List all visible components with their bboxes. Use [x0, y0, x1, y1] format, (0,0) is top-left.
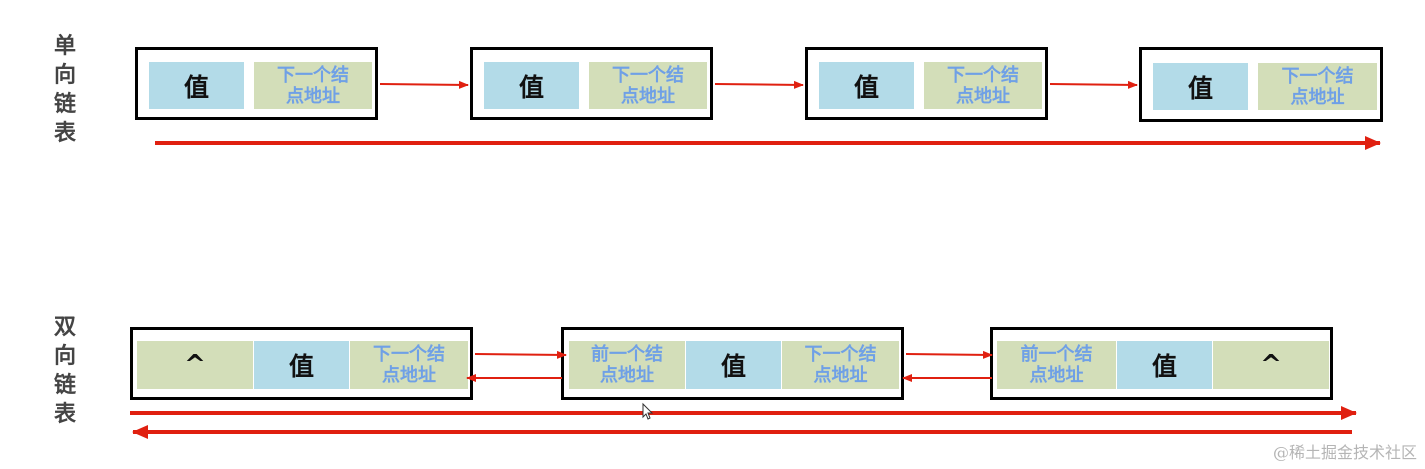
value-cell: 值 — [1153, 63, 1248, 110]
next-text-line1: 下一个结 — [947, 64, 1019, 86]
label-char: 表 — [53, 402, 76, 427]
doubly-node-middle: 前一个结点地址 值 下一个结点地址 — [561, 327, 904, 400]
next-text-line2: 点地址 — [813, 365, 868, 386]
next-text-line1: 下一个结 — [804, 344, 877, 365]
value-cell: 值 — [686, 341, 781, 389]
value-text: 值 — [518, 72, 544, 102]
next-text-line1: 下一个结 — [612, 64, 684, 86]
value-cell: 值 — [819, 62, 914, 109]
null-symbol: ^ — [1260, 350, 1282, 380]
label-char: 向 — [53, 344, 76, 369]
value-cell: 值 — [254, 341, 349, 389]
value-cell: 值 — [149, 62, 244, 109]
watermark: @稀土掘金技术社区 — [1272, 443, 1417, 462]
label-char: 单 — [53, 34, 76, 59]
singly-node-1: 值 下一个结点地址 — [135, 47, 378, 120]
next-pointer-cell: 下一个结点地址 — [924, 62, 1042, 109]
prev-text-line1: 前一个结 — [1020, 344, 1093, 365]
next-text-line1: 下一个结 — [373, 344, 445, 365]
prev-null-cell: ^ — [137, 341, 253, 389]
value-text: 值 — [288, 352, 314, 381]
next-pointer-cell: 下一个结点地址 — [350, 341, 468, 389]
prev-text-line2: 点地址 — [600, 365, 654, 386]
value-text: 值 — [853, 72, 879, 102]
next-text-line1: 下一个结 — [1281, 65, 1354, 87]
next-link-arrow — [1049, 80, 1138, 89]
next-pointer-cell: 下一个结点地址 — [254, 62, 372, 109]
value-text: 值 — [183, 72, 209, 102]
singly-node-2: 值 下一个结点地址 — [470, 47, 713, 120]
next-text-line2: 点地址 — [1290, 86, 1345, 108]
next-pointer-cell: 下一个结点地址 — [589, 62, 707, 109]
value-text: 值 — [1151, 352, 1177, 381]
next-link-arrow — [714, 80, 804, 89]
value-text: 值 — [720, 352, 746, 381]
next-link-arrow — [379, 80, 469, 89]
next-link-arrow — [905, 350, 993, 359]
label-char: 表 — [53, 121, 76, 146]
value-cell: 值 — [484, 62, 579, 109]
next-text-line2: 点地址 — [382, 365, 436, 386]
singly-node-4: 值 下一个结点地址 — [1139, 47, 1383, 122]
null-symbol: ^ — [184, 350, 206, 380]
label-char: 双 — [53, 315, 76, 340]
next-pointer-cell: 下一个结点地址 — [782, 341, 899, 389]
value-cell: 值 — [1117, 341, 1212, 389]
next-pointer-cell: 下一个结点地址 — [1258, 63, 1377, 110]
prev-text-line2: 点地址 — [1029, 365, 1084, 386]
prev-pointer-cell: 前一个结点地址 — [997, 341, 1116, 389]
next-link-arrow — [474, 350, 567, 359]
singly-linked-list-label: 单 向 链 表 — [49, 32, 81, 148]
doubly-node-head: ^ 值 下一个结点地址 — [130, 327, 473, 400]
next-text-line2: 点地址 — [286, 85, 340, 107]
next-text-line2: 点地址 — [956, 85, 1010, 107]
mouse-cursor-icon — [642, 402, 654, 420]
next-text-line1: 下一个结 — [277, 64, 349, 86]
singly-node-3: 值 下一个结点地址 — [805, 47, 1048, 120]
next-text-line2: 点地址 — [621, 85, 675, 107]
doubly-linked-list-label: 双 向 链 表 — [49, 313, 81, 429]
prev-pointer-cell: 前一个结点地址 — [569, 341, 685, 389]
label-char: 链 — [53, 373, 76, 398]
label-char: 链 — [53, 92, 76, 117]
prev-text-line1: 前一个结 — [591, 344, 663, 365]
value-text: 值 — [1187, 73, 1213, 103]
doubly-node-tail: 前一个结点地址 值 ^ — [990, 327, 1333, 400]
label-char: 向 — [53, 63, 76, 88]
next-null-cell: ^ — [1213, 341, 1329, 389]
